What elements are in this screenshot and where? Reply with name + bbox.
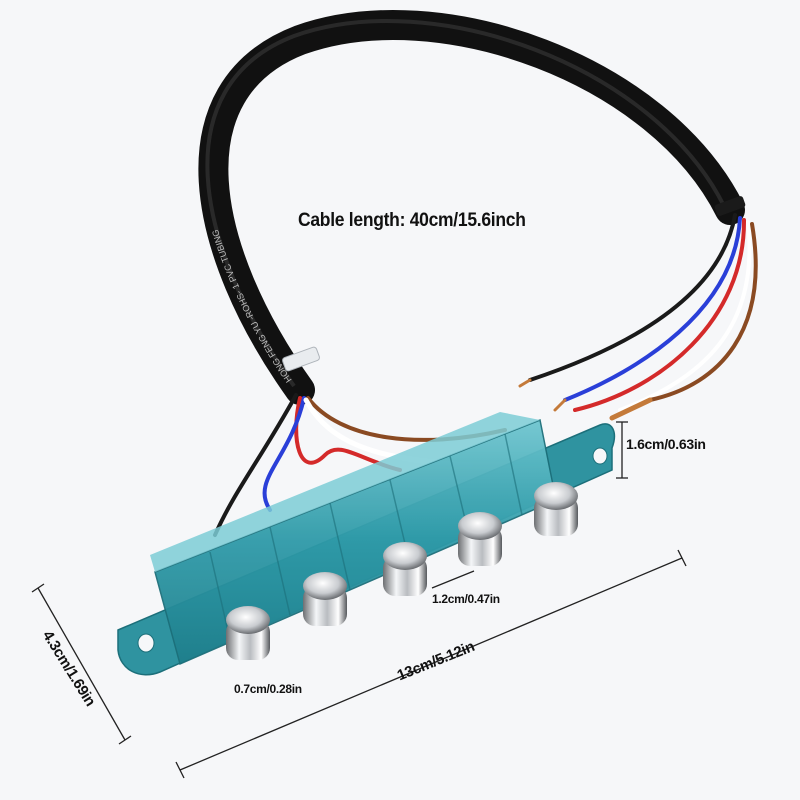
push-button [303,572,347,626]
mounting-hole [592,447,608,465]
push-button [226,606,270,660]
dimension-line-panel-height [37,587,126,741]
push-buttons [226,482,578,660]
push-button [534,482,578,536]
cable-tie [282,346,320,372]
switch-panel [117,412,616,676]
button-diameter-label: 0.7cm/0.28in [234,682,302,696]
cable: HONG FENG YU -ROHS- 1 PVC TUBING [198,10,746,405]
push-button [383,542,427,596]
push-button [458,512,502,566]
cable-length-label: Cable length: 40cm/15.6inch [298,210,526,231]
dimension-line-button-spacing [431,570,475,589]
wire-ends [518,213,758,421]
mounting-hole [137,633,155,653]
button-spacing-label: 1.2cm/0.47in [432,592,500,606]
wire-strip-length-label: 1.6cm/0.63in [626,436,706,452]
dimension-line-panel-length [179,557,683,771]
dimension-lines [31,421,687,779]
